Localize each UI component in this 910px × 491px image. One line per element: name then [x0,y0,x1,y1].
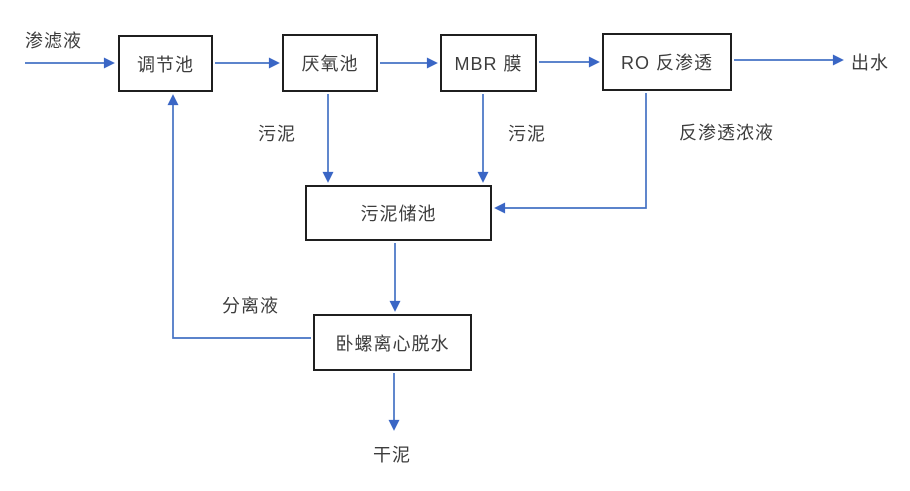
node-mbr-membrane-label: MBR 膜 [454,54,523,74]
node-regulation-tank: 调节池 [118,35,213,92]
node-decanter-centrifuge-label: 卧螺离心脱水 [335,333,450,354]
label-effluent: 出水 [851,53,889,73]
node-anaerobic-tank-label: 厌氧池 [301,54,359,74]
node-anaerobic-tank: 厌氧池 [282,34,378,92]
edge-ro-concentrate-to-storage [494,93,647,214]
node-sludge-storage-tank-label: 污泥储池 [360,204,437,224]
node-sludge-storage-tank: 污泥储池 [305,185,492,241]
label-ro-concentrate: 反渗透浓液 [679,123,774,143]
node-ro-reverse-osmosis-label: RO 反渗透 [620,53,713,73]
node-decanter-centrifuge: 卧螺离心脱水 [313,314,472,371]
label-influent: 渗滤液 [25,31,82,51]
node-regulation-tank-label: 调节池 [137,54,194,75]
node-mbr-membrane: MBR 膜 [440,34,537,92]
label-separated-liquid: 分离液 [222,296,279,316]
node-ro-reverse-osmosis: RO 反渗透 [602,33,732,91]
edge-separated-liquid-return [167,94,311,339]
label-dry-sludge: 干泥 [373,445,411,465]
label-sludge-from-anaerobic: 污泥 [258,124,296,144]
label-sludge-from-mbr: 污泥 [508,124,546,144]
